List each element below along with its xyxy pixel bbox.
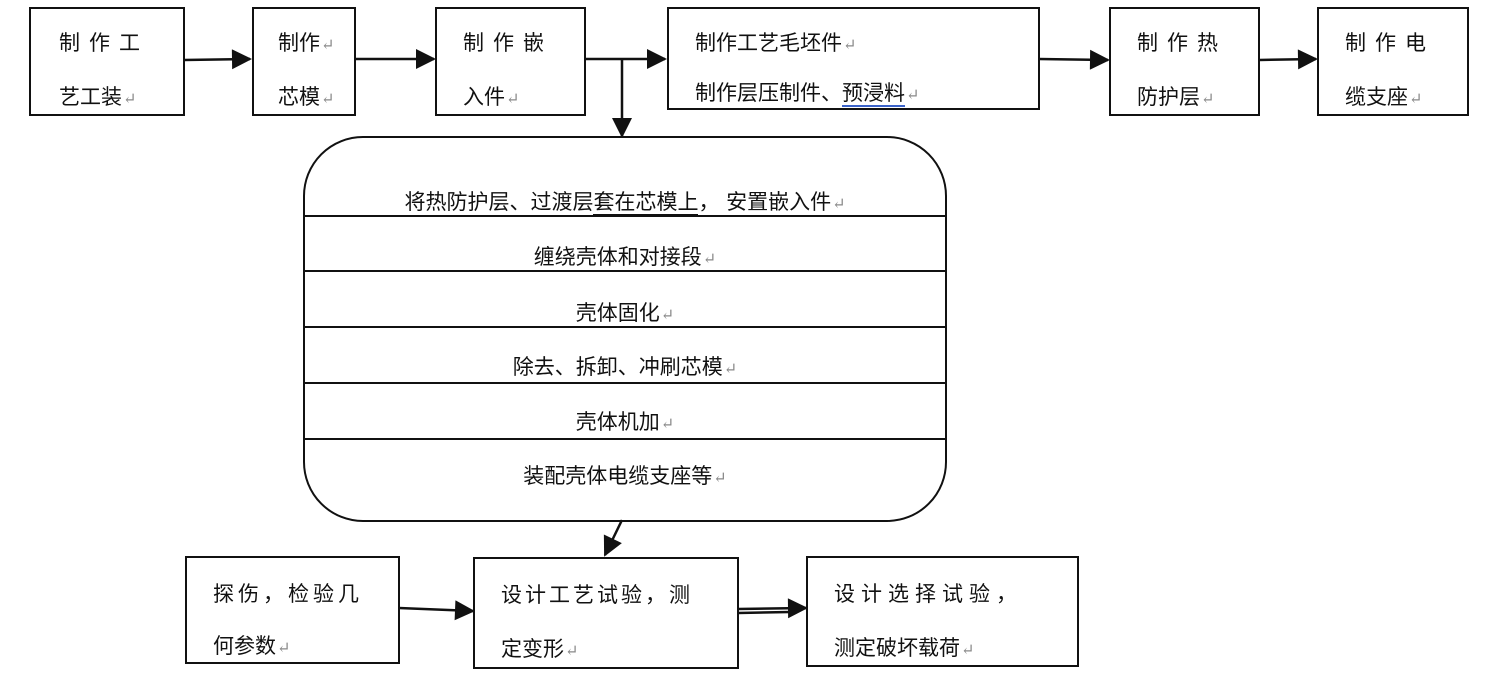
make-blanks-line1: 制作工艺毛坯件 [695, 31, 842, 55]
inspection-line1: 探伤，检验几 [213, 582, 363, 606]
inspection-line2: 何参数 [213, 634, 276, 658]
selection-test-line2: 测定破坏载荷 [834, 636, 960, 660]
process-stages-block: 将热防护层、过渡层套在芯模上， 安置嵌入件↵ 缠绕壳体和对接段↵ 壳体固化↵ 除… [303, 136, 947, 522]
arrow-process-to-test [603, 519, 624, 557]
make-cable-mount-line1: 制作电 [1345, 31, 1435, 55]
arrow-tooling-to-core [183, 49, 252, 70]
process-step-5: 壳体机加↵ [575, 410, 675, 434]
arrow-inspection-to-test [398, 600, 475, 621]
selection-test-box: 设计选择试验， 测定破坏载荷↵ [806, 556, 1079, 667]
paragraph-mark: ↵ [1201, 89, 1215, 108]
arrow-test-to-selection [737, 598, 808, 619]
process-test-line2: 定变形 [501, 637, 564, 661]
make-thermal-layer-box: 制作热 防护层↵ [1109, 7, 1260, 116]
arrow-blanks-to-thermal [1038, 49, 1110, 70]
stage-divider [305, 326, 945, 328]
paragraph-mark: ↵ [660, 414, 675, 433]
paragraph-mark: ↵ [565, 641, 579, 660]
process-step-3: 壳体固化↵ [575, 301, 675, 325]
paragraph-mark: ↵ [660, 305, 675, 324]
prepreg-label: 预浸料 [842, 81, 905, 107]
make-cable-mount-box: 制作电 缆支座↵ [1317, 7, 1469, 116]
paragraph-mark: ↵ [906, 85, 920, 104]
process-step-1: 将热防护层、过渡层套在芯模上， 安置嵌入件↵ [404, 190, 846, 215]
make-core-mold-line1: 制作 [278, 31, 320, 55]
process-step-6: 装配壳体电缆支座等↵ [523, 464, 727, 488]
make-inserts-line1: 制作嵌 [463, 31, 553, 55]
stage-divider [305, 215, 945, 217]
paragraph-mark: ↵ [123, 89, 137, 108]
make-thermal-layer-line1: 制作热 [1137, 31, 1227, 55]
make-inserts-box: 制作嵌 入件↵ [435, 7, 586, 116]
arrow-thermal-to-cable [1258, 49, 1318, 70]
make-inserts-line2: 入件 [463, 85, 505, 109]
paragraph-mark: ↵ [702, 249, 717, 268]
process-test-box: 设计工艺试验，测 定变形↵ [473, 557, 739, 669]
make-tooling-box: 制作工 艺工装↵ [29, 7, 185, 116]
paragraph-mark: ↵ [961, 640, 975, 659]
paragraph-mark: ↵ [832, 194, 846, 213]
stage-divider [305, 438, 945, 440]
paragraph-mark: ↵ [843, 35, 857, 54]
inspection-box: 探伤，检验几 何参数↵ [185, 556, 400, 664]
make-thermal-layer-line2: 防护层 [1137, 85, 1200, 109]
paragraph-mark: ↵ [713, 468, 727, 487]
make-tooling-line2: 艺工装 [59, 85, 122, 109]
make-blanks-box: 制作工艺毛坯件↵ 制作层压制件、预浸料↵ [667, 7, 1040, 110]
make-core-mold-line2: 芯模 [278, 85, 320, 109]
stage-divider [305, 270, 945, 272]
make-core-mold-box: 制作↵ 芯模↵ [252, 7, 356, 116]
selection-test-line1: 设计选择试验， [834, 582, 1023, 606]
process-step-1-underlined: 套在芯模上 [593, 190, 699, 215]
make-blanks-line2: 制作层压制件、 [695, 81, 842, 105]
make-tooling-line1: 制作工 [59, 31, 149, 55]
process-step-2: 缠绕壳体和对接段↵ [533, 245, 717, 269]
paragraph-mark: ↵ [277, 638, 291, 657]
paragraph-mark: ↵ [321, 35, 335, 54]
paragraph-mark: ↵ [321, 89, 335, 108]
paragraph-mark: ↵ [723, 359, 738, 378]
stage-divider [305, 382, 945, 384]
paragraph-mark: ↵ [506, 89, 520, 108]
process-test-line1: 设计工艺试验，测 [501, 583, 693, 607]
paragraph-mark: ↵ [1409, 89, 1423, 108]
make-cable-mount-line2: 缆支座 [1345, 85, 1408, 109]
process-step-4: 除去、拆卸、冲刷芯模↵ [512, 355, 738, 379]
